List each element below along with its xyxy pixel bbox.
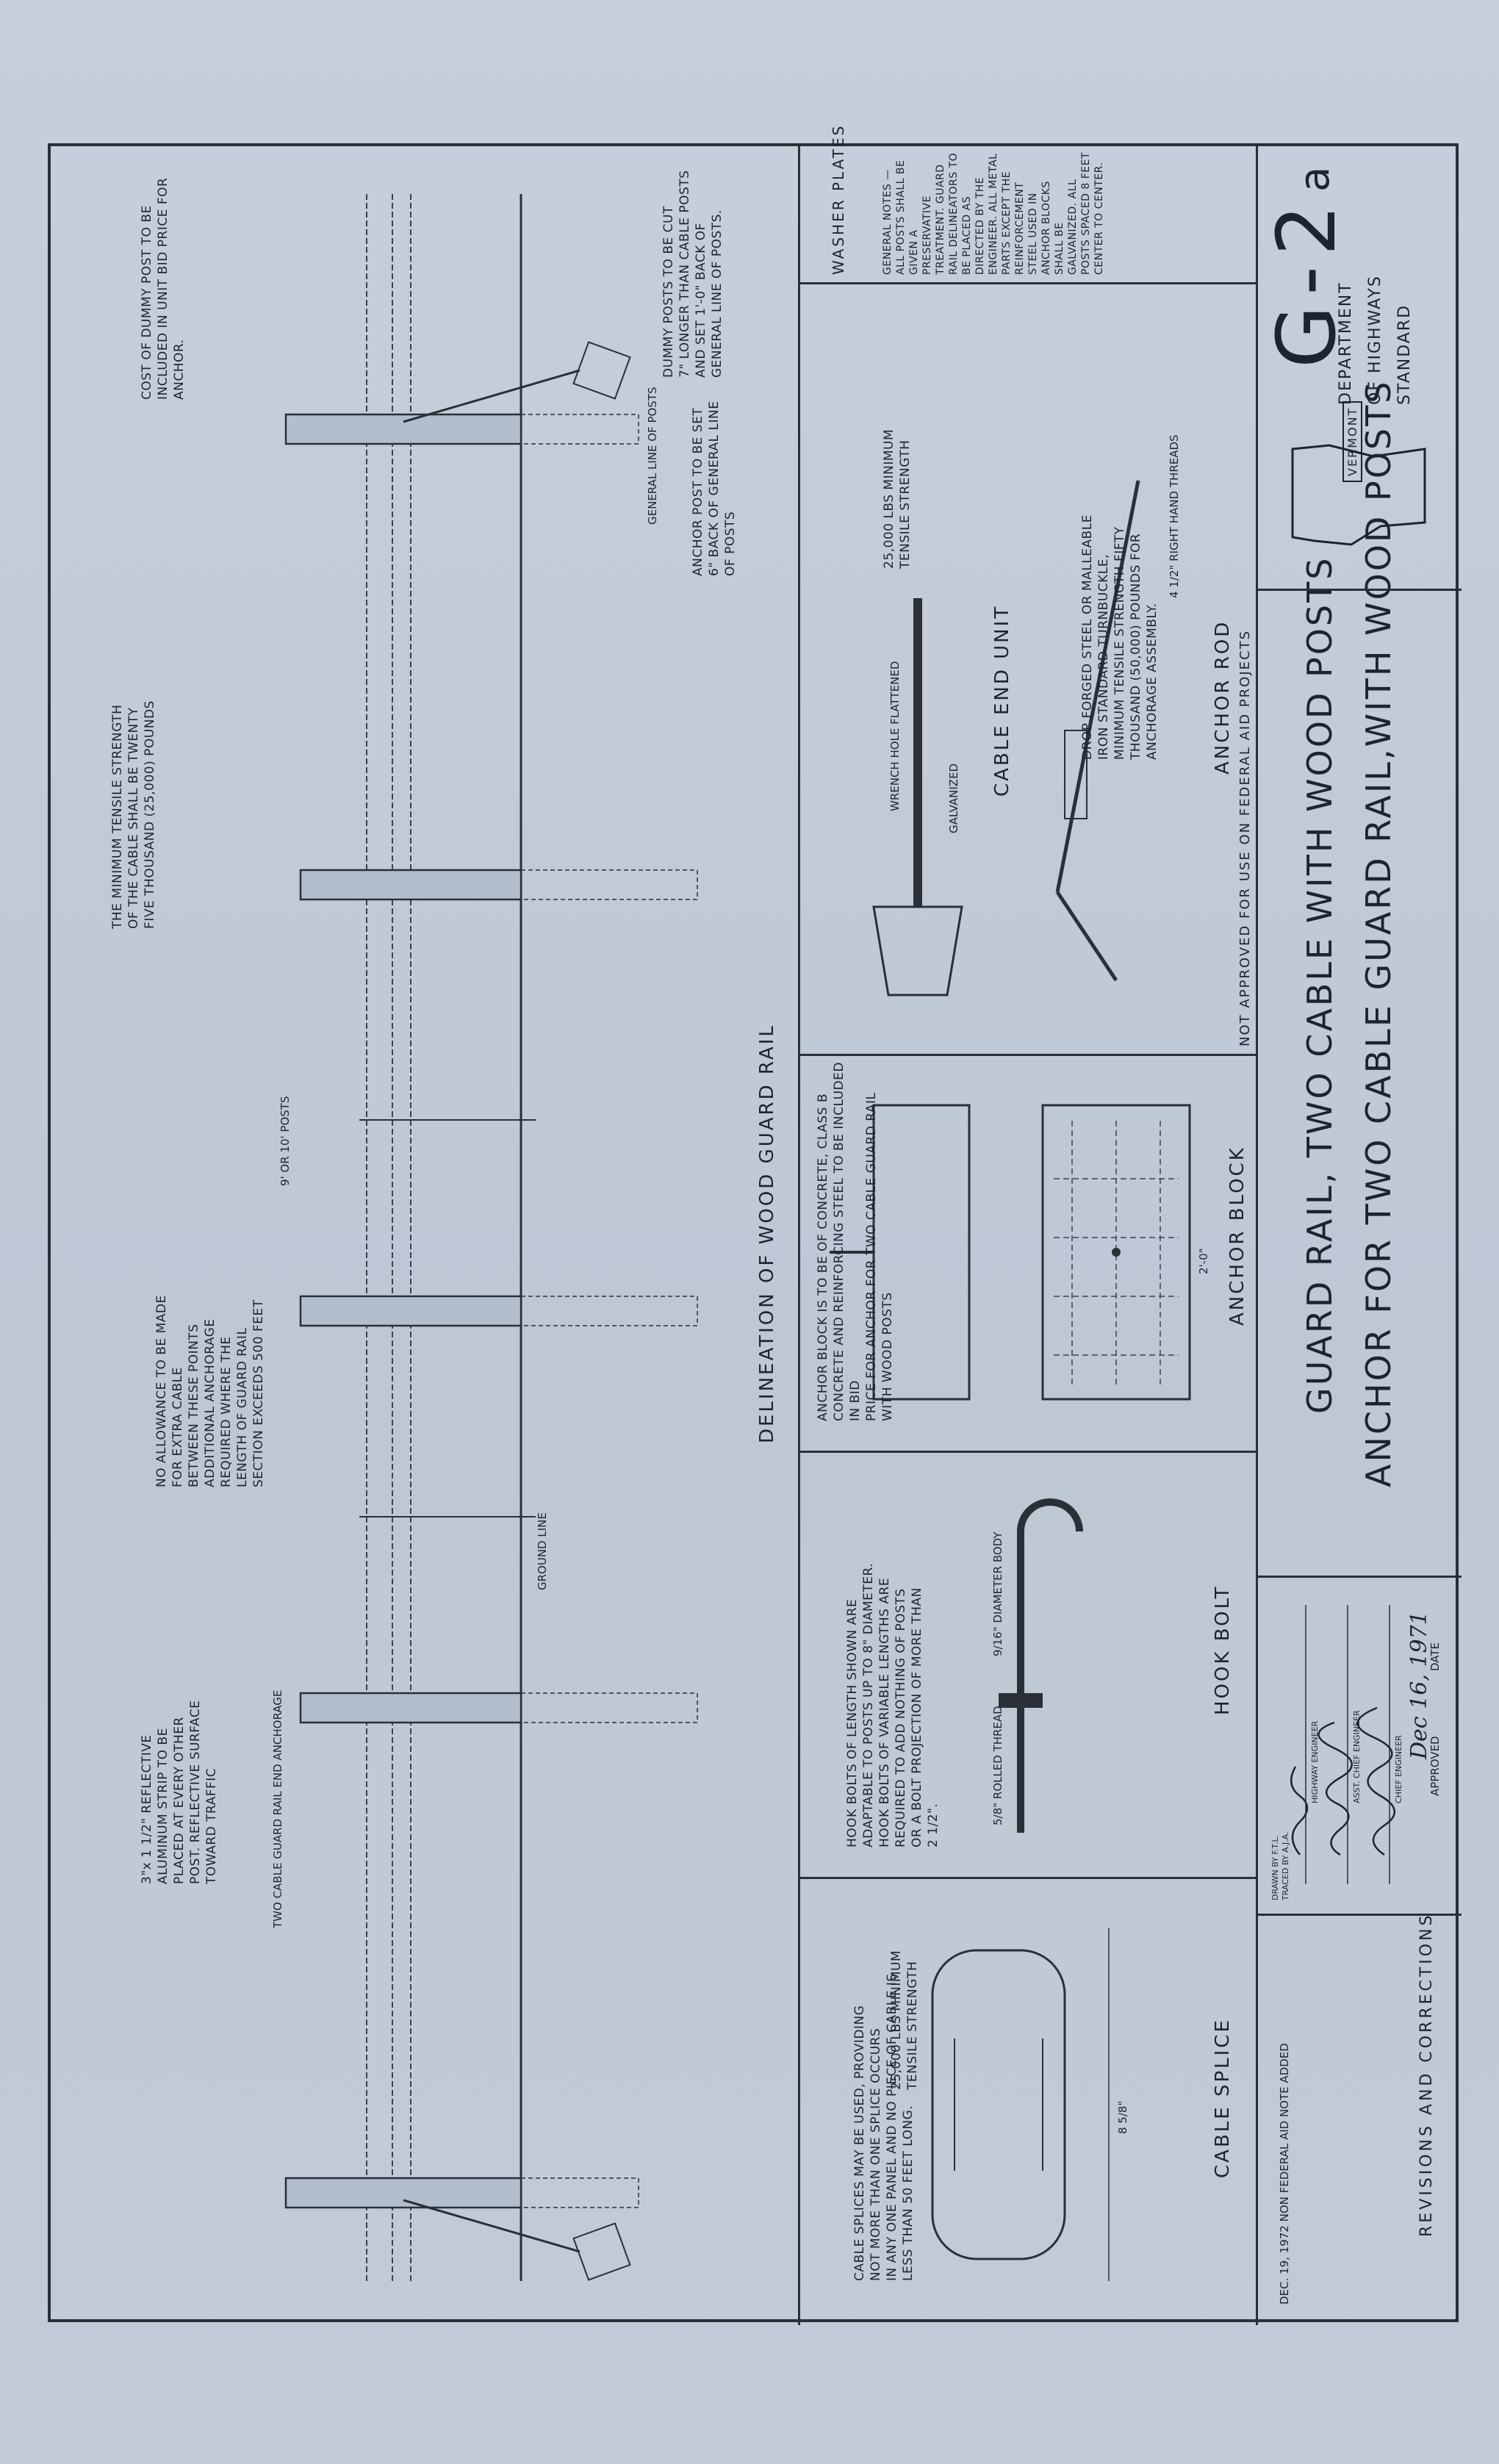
agency-block: VERMONT DEPARTMENT OF HIGHWAYS STANDARD … [1256,146,1462,591]
sheet-border: DEC. 19, 1972 NON FEDERAL AID NOTE ADDED… [48,124,1462,2325]
drawing-title-line1: GUARD RAIL, TWO CABLE WITH WOOD POSTS [1300,556,1340,1414]
elevation-note-anchorage: NO ALLOWANCE TO BE MADE FOR EXTRA CABLE … [154,1295,266,1487]
anchor-block-dim: 2'-0" [1197,1248,1210,1274]
anchor-block-section: ANCHOR BLOCK IS TO BE OF CONCRETE, CLASS… [800,1054,1256,1451]
cable-splice-section: 8 5/8" CABLE SPLICES MAY BE USED, PROVID… [800,1877,1256,2325]
anchor-rod-illustration [1055,480,1140,982]
federal-aid-note: NOT APPROVED FOR USE ON FEDERAL AID PROJ… [1237,629,1253,1046]
cable-splice-illustration [931,1928,1110,2281]
hook-bolt-title: HOOK BOLT [1212,1584,1234,1715]
anchor-rod-note: DROP FORGED STEEL OR MALLEABLE IRON STAN… [1080,514,1160,760]
anchorage-label: TWO CABLE GUARD RAIL END ANCHORAGE [271,1689,284,1928]
elevation-note-strips: 3"x 1 1/2" REFLECTIVE ALUMINUM STRIP TO … [140,1700,219,1884]
hook-bolt-illustration [999,1498,1083,1833]
cable-end-strength: 25,000 LBS MINIMUM TENSILE STRENGTH [882,428,913,569]
revisions-block: DEC. 19, 1972 NON FEDERAL AID NOTE ADDED… [1256,1912,1462,2325]
general-line-label: GENERAL LINE OF POSTS [646,387,659,525]
rotated-drawing-canvas: DEC. 19, 1972 NON FEDERAL AID NOTE ADDED… [51,124,1462,2325]
post-spacing-label: 9' OR 10' POSTS [278,1096,292,1186]
wrench-hole-label: WRENCH HOLE FLATTENED [888,661,902,811]
signatures-illustration [1290,1605,1396,1884]
asst-chief-engineer-label: ASST. CHIEF ENGINEER [1352,1710,1362,1803]
galvanized-label: GALVANIZED [947,763,960,833]
washer-plates-title: WASHER PLATES [830,123,847,275]
sheet-number: G-2 [1259,194,1354,368]
guard-rail-elevation-illustration [284,194,698,2281]
general-notes: GENERAL NOTES — ALL POSTS SHALL BE GIVEN… [882,151,1105,275]
elevation-note-dummy-cost: COST OF DUMMY POST TO BE INCLUDED IN UNI… [140,177,187,400]
anchor-block-note: ANCHOR BLOCK IS TO BE OF CONCRETE, CLASS… [816,1062,895,1421]
elevation-note-dummy-posts: DUMMY POSTS TO BE CUT 7" LONGER THAN CAB… [661,170,725,378]
hook-bolt-note: HOOK BOLTS OF LENGTH SHOWN ARE ADAPTABLE… [845,1562,941,1847]
hook-bolt-section: 5/8" ROLLED THREAD 9/16" DIAMETER BODY H… [800,1451,1256,1877]
anchor-block-illustration [830,1104,1191,1401]
state-label: VERMONT [1342,401,1362,482]
elevation-caption: DELINEATION OF WOOD GUARD RAIL [756,1024,778,1443]
anchor-rod-title: ANCHOR ROD [1212,619,1234,775]
approval-block: DRAWN BY F.T.L. TRACED BY A.J.A. APPROVE… [1256,1576,1462,1914]
hook-bolt-thread-label: 5/8" ROLLED THREAD [991,1706,1004,1825]
department-line2: OF HIGHWAYS [1366,275,1384,405]
revisions-heading: REVISIONS AND CORRECTIONS [1417,1912,1436,2237]
anchor-rod-thread-label: 4 1/2" RIGHT HAND THREADS [1168,434,1181,598]
cable-end-unit-title: CABLE END UNIT [991,604,1013,797]
elevation-note-tensile: THE MINIMUM TENSILE STRENGTH OF THE CABL… [110,700,157,929]
revision-entry: DEC. 19, 1972 NON FEDERAL AID NOTE ADDED [1278,2043,1291,2305]
cable-end-unit-illustration [872,598,963,996]
ground-line-label: GROUND LINE [536,1512,549,1590]
elevation-note-anchor-post: ANCHOR POST TO BE SET 6" BACK OF GENERAL… [691,401,738,576]
chief-engineer-label: CHIEF ENGINEER [1394,1735,1403,1803]
hook-bolt-diameter-label: 9/16" DIAMETER BODY [991,1531,1004,1656]
highway-engineer-label: HIGHWAY ENGINEER [1310,1720,1320,1803]
sheet-suffix: a [1291,166,1339,192]
anchor-block-title: ANCHOR BLOCK [1226,1146,1248,1326]
cable-end-anchor-rod-section: GALVANIZED WRENCH HOLE FLATTENED 25,000 … [800,282,1256,1054]
vermont-state-outline-icon [1291,444,1426,546]
standard-label: STANDARD [1395,303,1414,405]
